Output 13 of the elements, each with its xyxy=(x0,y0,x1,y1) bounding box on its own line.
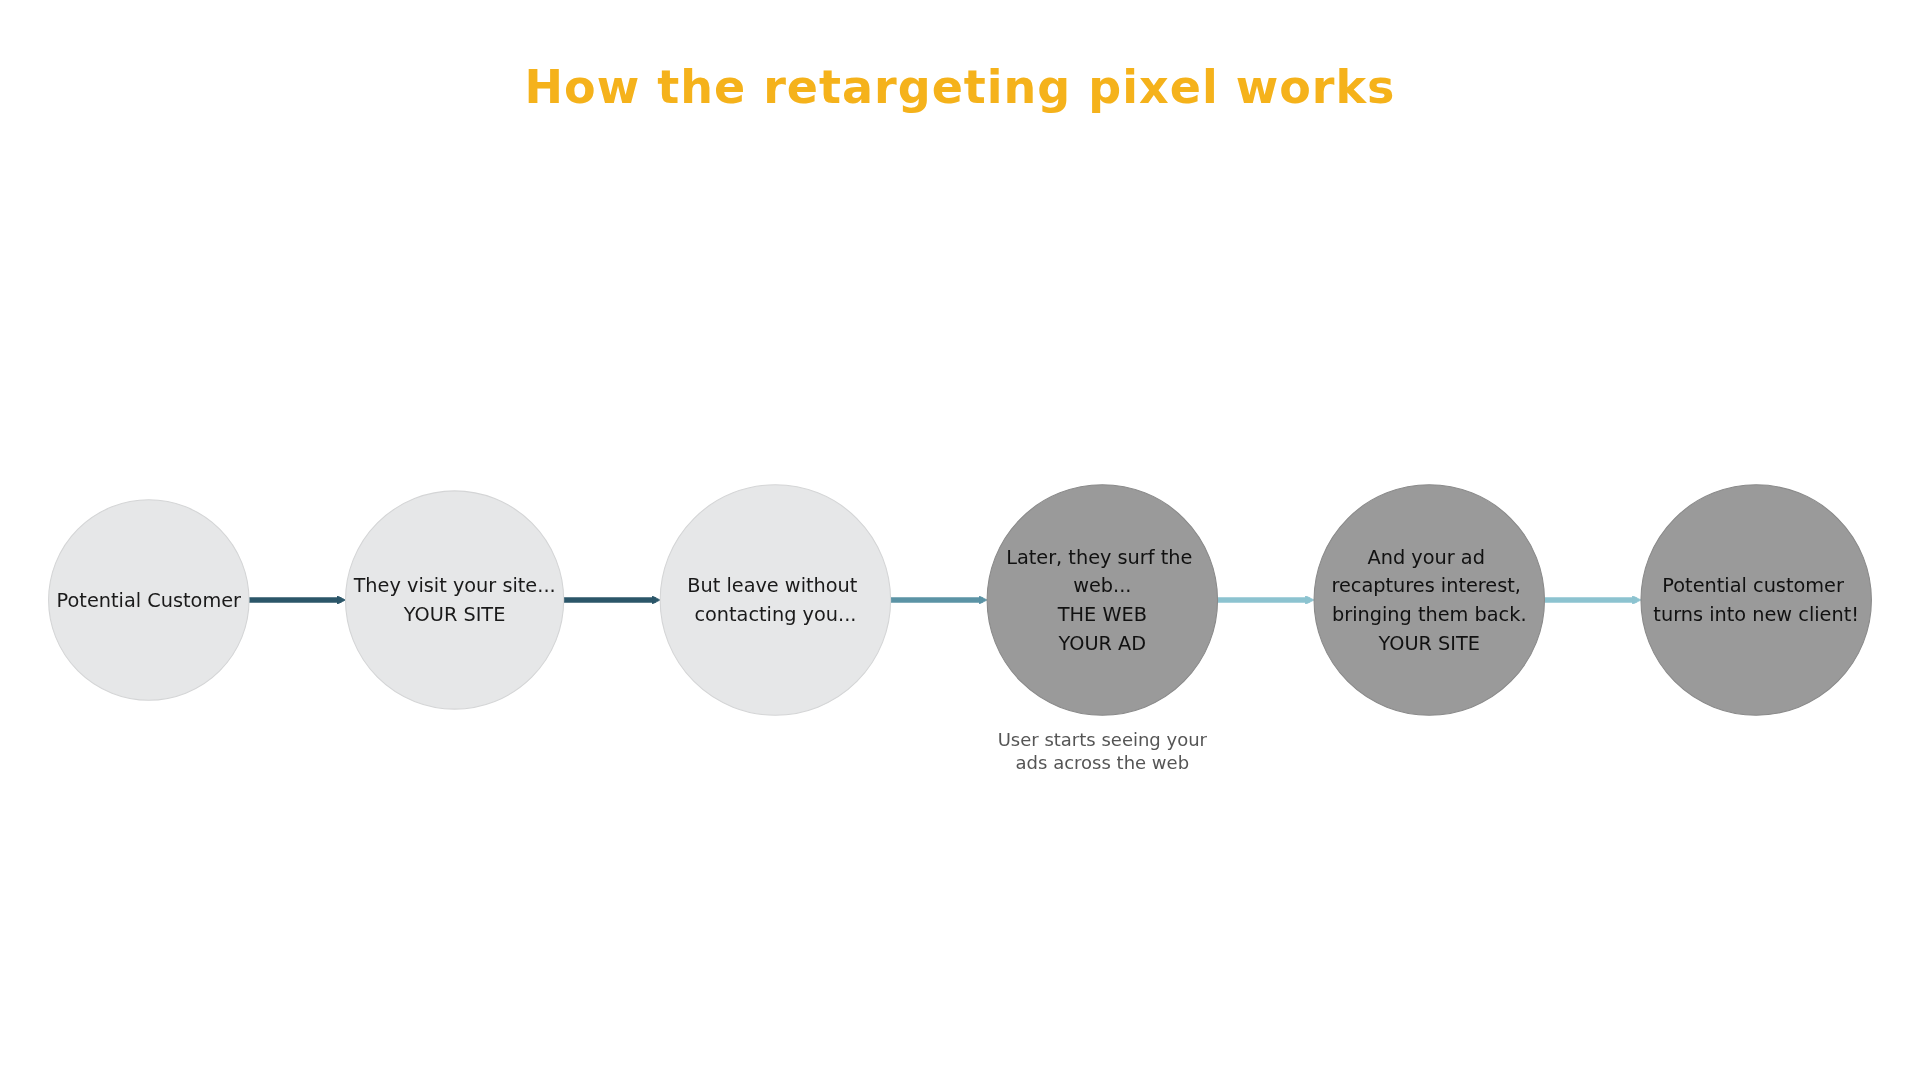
node-circle: Potential customer turns into new client! xyxy=(1640,484,1872,716)
arrow xyxy=(249,595,346,605)
node-circle: Later, they surf the web... THE WEB YOUR AD xyxy=(986,484,1219,716)
arrow xyxy=(1217,595,1315,605)
diagram-title: How the retargeting pixel works xyxy=(524,60,1396,114)
arrow xyxy=(563,595,661,605)
node-circle: And your ad recaptures interest, bringing them back. YOUR SITE xyxy=(1313,484,1546,716)
arrow xyxy=(890,595,988,605)
node-circle: Potential Customer xyxy=(48,499,250,701)
node-circle: They visit your site... YOUR SITE xyxy=(344,490,565,710)
node-circle: But leave without contacting you... xyxy=(659,484,892,716)
arrow xyxy=(1544,595,1642,605)
annotation-text: User starts seeing your ads across the web xyxy=(996,729,1208,775)
